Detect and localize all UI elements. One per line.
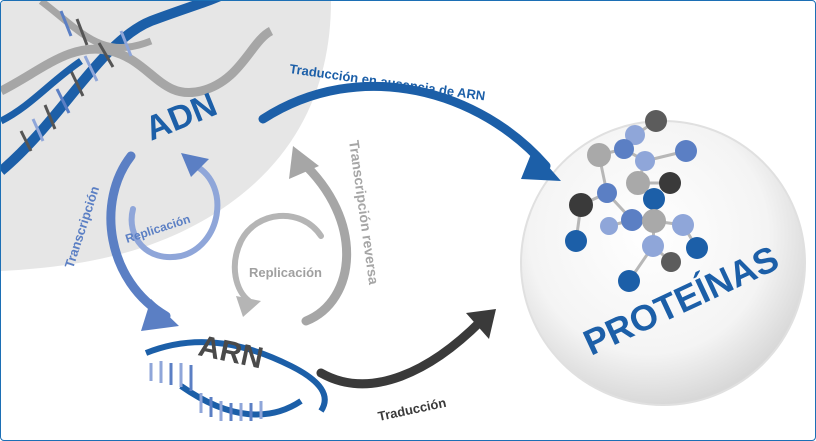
arrow-traduccion [316, 309, 496, 389]
label-arn: ARN [196, 330, 266, 376]
arrow-replicacion-arn [231, 212, 324, 317]
arrow-transcripcion [106, 151, 179, 331]
label-transcripcion-reversa: Transcripción reversa [346, 139, 382, 286]
dna-background-region [1, 1, 331, 271]
rna-strand-icon [144, 339, 328, 421]
label-replicacion-arn: Replicación [249, 265, 322, 280]
protein-atoms [565, 110, 708, 292]
dna-helix-icon [1, 1, 274, 175]
arrow-traduccion-ausencia [258, 81, 561, 181]
arrow-transcripcion-reversa [289, 146, 352, 326]
label-traduccion: Traducción [377, 395, 448, 424]
arrow-replicacion-adn [128, 153, 221, 261]
protein-sphere [520, 110, 806, 406]
